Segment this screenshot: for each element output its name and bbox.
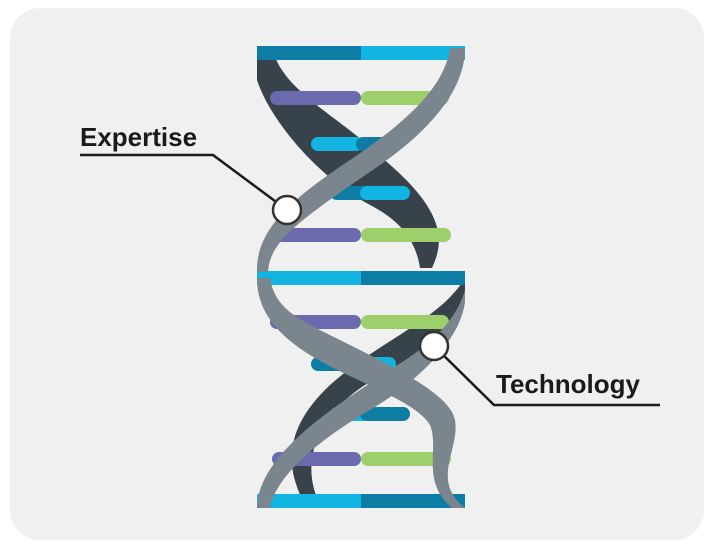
expertise-label: Expertise (80, 122, 198, 152)
rung-11-right (361, 494, 465, 508)
technology-label: Technology (496, 369, 640, 399)
expertise-leader-line (80, 153, 288, 212)
rung-4-right (360, 186, 410, 200)
rung-2-left (270, 91, 361, 105)
rung-5-right (361, 228, 451, 242)
rung-5-left (272, 228, 361, 242)
technology-leader-line (433, 345, 660, 407)
dna-rungs (257, 46, 465, 508)
rung-11-left (257, 494, 361, 508)
rung-1-left (257, 46, 361, 60)
rung-1-right (361, 46, 465, 60)
rung-9-right (360, 407, 410, 421)
rung-6-left (257, 271, 361, 285)
expertise-marker (271, 194, 303, 226)
dna-front-strand (256, 48, 465, 508)
technology-marker (418, 330, 450, 362)
rung-10-right (361, 452, 451, 466)
rung-6-right (361, 271, 465, 285)
rung-7-right (361, 315, 449, 329)
rung-3-left (311, 137, 363, 151)
